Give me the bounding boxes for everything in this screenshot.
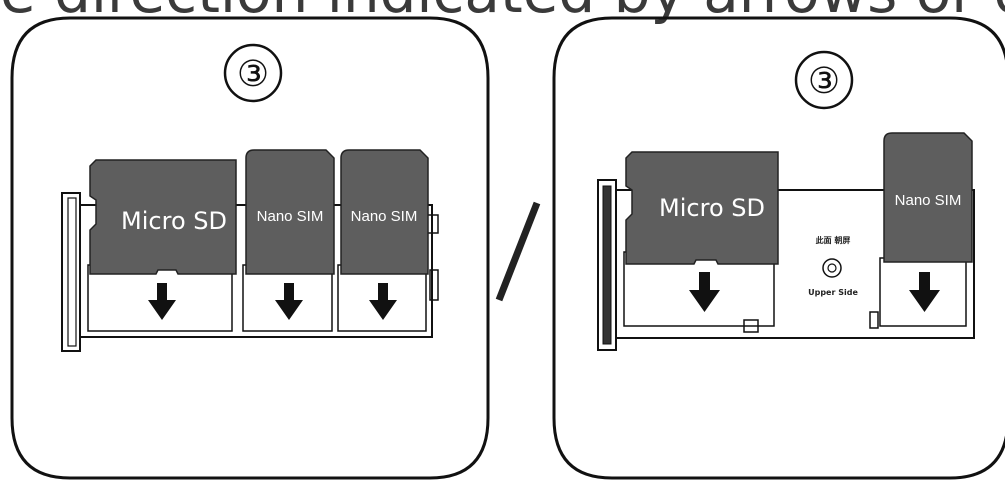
left-nanosim-card-2: Nano SIM	[340, 149, 429, 275]
right-tray: 此面 朝屏 Upper Side	[597, 179, 975, 351]
right-step-number: ③	[808, 61, 840, 102]
left-panel-frame	[10, 16, 490, 480]
down-arrow-icon	[369, 283, 397, 320]
right-nanosim-card: Nano SIM	[883, 132, 973, 263]
right-tray-body	[615, 189, 975, 339]
left-tray-handle	[61, 192, 81, 352]
right-nanosim-label: Nano SIM	[895, 192, 962, 209]
right-panel: ③ 此面 朝屏 Upper Side Micro SD Nano SIM	[552, 16, 1005, 480]
divider-slash	[495, 201, 541, 302]
left-panel: ③ Micro SD Nano SIM Nano SIM	[10, 16, 490, 480]
left-microsd-card: Micro SD	[89, 159, 237, 275]
left-nanosim-card-1: Nano SIM	[245, 149, 335, 275]
left-step-number: ③	[237, 54, 269, 95]
partial-instruction-caption: e direction indicated by arrows or d	[0, 0, 1005, 26]
down-arrow-icon	[689, 272, 720, 312]
right-microsd-card: Micro SD	[625, 151, 779, 265]
tray-orientation-cn: 此面 朝屏	[816, 235, 851, 245]
left-microsd-label: Micro SD	[121, 207, 227, 235]
right-panel-frame	[552, 16, 1005, 480]
right-microsd-label: Micro SD	[659, 194, 765, 222]
down-arrow-icon	[148, 283, 176, 320]
down-arrow-icon	[909, 272, 940, 312]
right-step-badge	[794, 50, 854, 110]
left-step-badge	[223, 43, 283, 103]
left-nanosim-2-label: Nano SIM	[351, 208, 418, 225]
down-arrow-icon	[275, 283, 303, 320]
left-nanosim-1-label: Nano SIM	[257, 208, 324, 225]
tray-orientation-en: Upper Side	[808, 288, 858, 297]
